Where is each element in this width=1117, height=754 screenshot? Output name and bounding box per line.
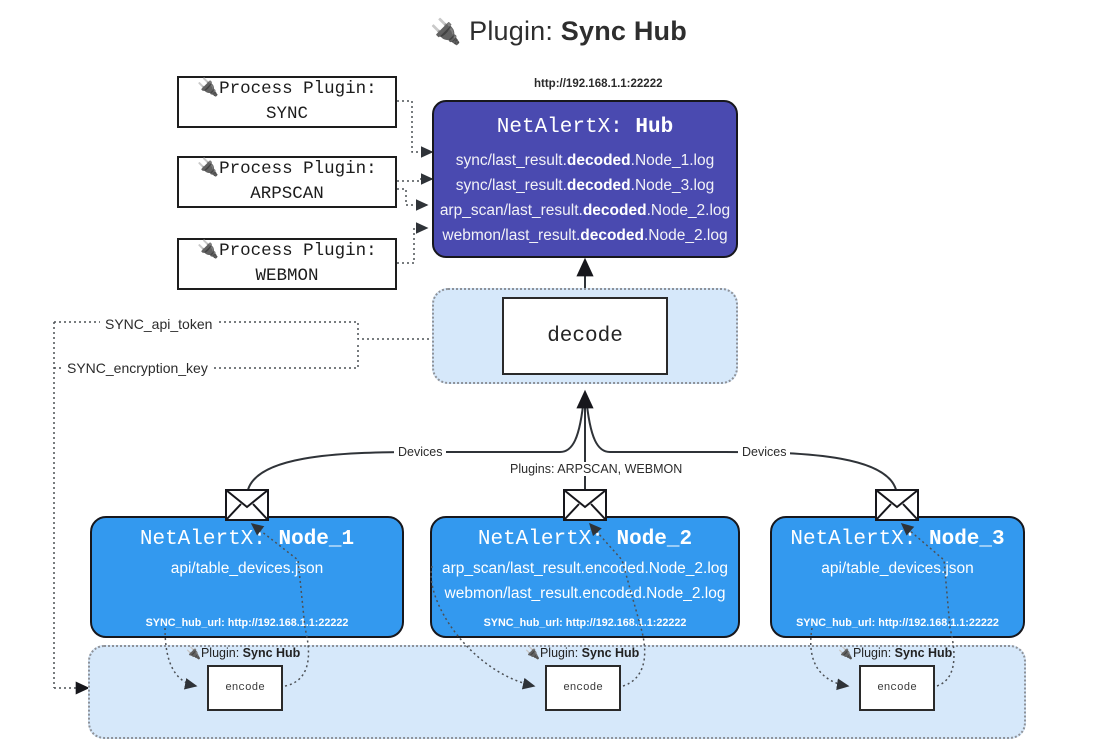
process-plugin-arpscan-box[interactable]: 🔌Process Plugin: ARPSCAN xyxy=(177,156,397,208)
hub-box[interactable]: NetAlertX: Hub sync/last_result.decoded.… xyxy=(432,100,738,258)
process-plugin-sync-line1: Process Plugin: xyxy=(219,78,377,99)
edge-label-center-plugins: Plugins: ARPSCAN, WEBMON xyxy=(506,462,687,476)
secret-encryption-key-label: SYNC_encryption_key xyxy=(62,360,213,376)
process-plugin-webmon-box[interactable]: 🔌Process Plugin: WEBMON xyxy=(177,238,397,290)
plug-icon: 🔌 xyxy=(197,78,220,99)
node-2-line-1: arp_scan/last_result.encoded.Node_2.log xyxy=(441,560,729,577)
secret-api-token-label: SYNC_api_token xyxy=(100,316,218,332)
node-1-header: NetAlertX: Node_1 xyxy=(139,528,355,551)
node-1-name: Node_1 xyxy=(278,528,355,551)
node-2-line-2: webmon/last_result.encoded.Node_2.log xyxy=(444,584,726,602)
edge-sync-to-hub xyxy=(397,100,434,158)
hub-log-4: webmon/last_result.decoded.Node_2.log xyxy=(442,227,728,245)
node-3-line-1: api/table_devices.json xyxy=(821,560,974,577)
hub-log-3: arp_scan/last_result.decoded.Node_2.log xyxy=(439,202,731,220)
encode-box-node-3[interactable]: encode xyxy=(859,665,935,711)
hub-log-1: sync/last_result.decoded.Node_1.log xyxy=(455,152,715,169)
page-title: 🔌 Plugin: Sync Hub xyxy=(0,16,1117,47)
hub-header-prefix: NetAlertX: xyxy=(496,116,623,139)
process-plugin-arpscan-line2: ARPSCAN xyxy=(250,184,324,204)
node-1-box[interactable]: NetAlertX: Node_1 api/table_devices.json… xyxy=(90,516,404,638)
node-3-header: NetAlertX: Node_3 xyxy=(790,528,1005,551)
process-plugin-arpscan-line1: Process Plugin: xyxy=(219,158,377,179)
hub-header: NetAlertX: Hub xyxy=(497,116,673,139)
envelope-icon xyxy=(875,489,919,521)
encoder-3-plugin-label: 🔌Plugin: Sync Hub xyxy=(838,646,953,660)
encoder-1-plugin-label: 🔌Plugin: Sync Hub xyxy=(186,646,301,660)
page-title-name: Sync Hub xyxy=(560,16,687,46)
plug-icon: 🔌 xyxy=(197,158,220,179)
node-3-footer: SYNC_hub_url: http://192.168.1.1:22222 xyxy=(796,617,999,629)
encode-box-node-1[interactable]: encode xyxy=(207,665,283,711)
node-2-box[interactable]: NetAlertX: Node_2 arp_scan/last_result.e… xyxy=(430,516,740,638)
node-3-name: Node_3 xyxy=(929,528,1005,551)
edge-sync2-to-hub xyxy=(397,173,434,185)
edge-label-left-devices: Devices xyxy=(394,445,447,459)
plug-icon: 🔌 xyxy=(430,18,462,46)
node-3-box[interactable]: NetAlertX: Node_3 api/table_devices.json… xyxy=(770,516,1025,638)
plug-icon: 🔌 xyxy=(838,646,853,660)
process-plugin-sync-line2: SYNC xyxy=(265,104,308,124)
hub-log-2: sync/last_result.decoded.Node_3.log xyxy=(455,177,715,195)
encode-box-node-2[interactable]: encode xyxy=(545,665,621,711)
hub-url-label: http://192.168.1.1:22222 xyxy=(534,78,663,90)
plug-icon: 🔌 xyxy=(197,240,220,261)
plug-icon: 🔌 xyxy=(186,646,201,660)
node-1-line-1: api/table_devices.json xyxy=(170,560,324,577)
node-1-footer: SYNC_hub_url: http://192.168.1.1:22222 xyxy=(145,617,349,629)
page-title-prefix: Plugin: xyxy=(469,16,554,46)
plug-icon: 🔌 xyxy=(525,646,540,660)
encoder-2-plugin-label: 🔌Plugin: Sync Hub xyxy=(525,646,640,660)
decode-box[interactable]: decode xyxy=(502,297,668,375)
node-2-name: Node_2 xyxy=(616,528,693,551)
node-2-footer: SYNC_hub_url: http://192.168.1.1:22222 xyxy=(483,617,687,629)
process-plugin-webmon-line2: WEBMON xyxy=(255,266,319,286)
edge-arpscan-to-hub xyxy=(397,188,429,211)
edge-webmon-to-hub xyxy=(397,222,429,264)
hub-header-name: Hub xyxy=(635,116,674,139)
process-plugin-sync-box[interactable]: 🔌Process Plugin: SYNC xyxy=(177,76,397,128)
process-plugin-webmon-line1: Process Plugin: xyxy=(219,240,377,261)
envelope-icon xyxy=(563,489,607,521)
envelope-icon xyxy=(225,489,269,521)
edge-label-right-devices: Devices xyxy=(738,445,791,459)
node-2-header: NetAlertX: Node_2 xyxy=(477,528,693,551)
